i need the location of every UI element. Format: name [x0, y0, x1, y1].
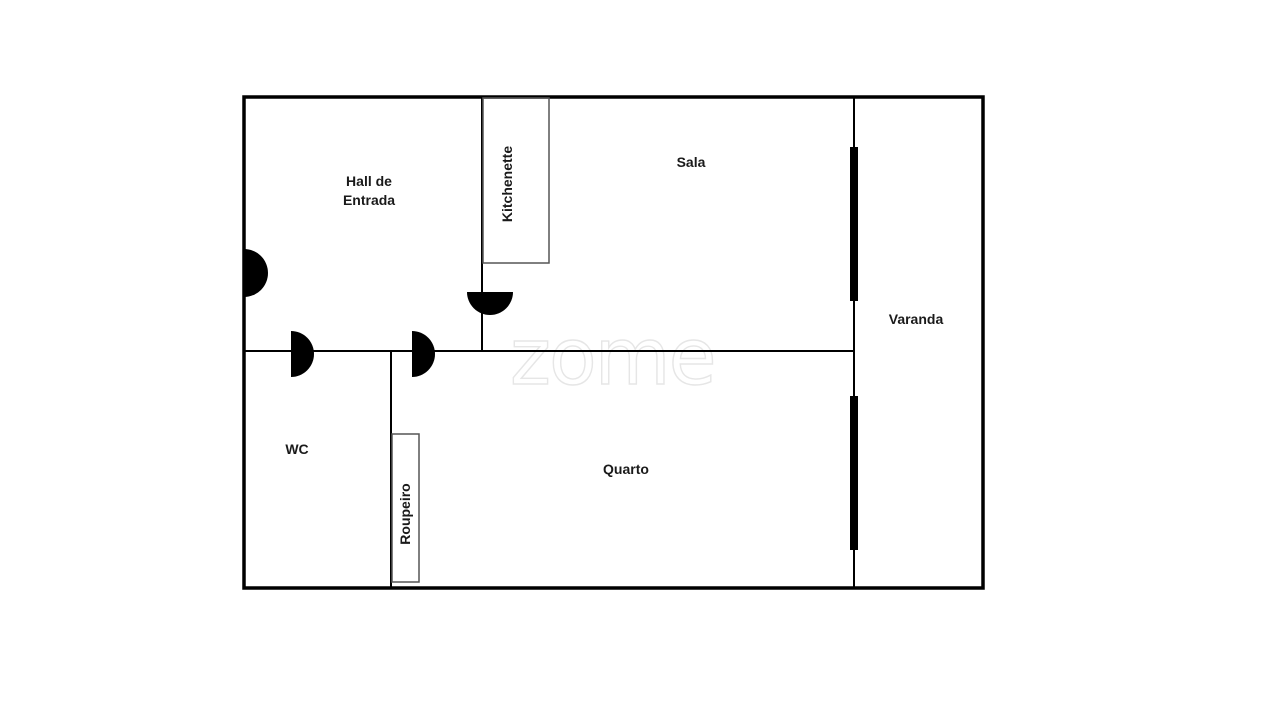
door-wc-icon — [291, 331, 314, 377]
watermark-logo: zome — [510, 313, 715, 403]
label-kitchenette: Kitchenette — [499, 146, 515, 222]
window-sala-varanda — [850, 147, 858, 301]
label-hall-line2: Entrada — [343, 192, 395, 208]
door-quarto-icon — [412, 331, 435, 377]
roupeiro-wardrobe — [391, 433, 420, 583]
label-hall-line1: Hall de — [346, 173, 392, 189]
label-wc: WC — [285, 441, 308, 457]
outer-wall — [242, 95, 985, 590]
label-quarto: Quarto — [603, 461, 649, 477]
label-sala: Sala — [677, 154, 706, 170]
door-entrance-icon — [244, 249, 268, 297]
label-roupeiro: Roupeiro — [397, 483, 413, 544]
label-varanda: Varanda — [889, 311, 944, 327]
door-sala-icon — [467, 292, 513, 315]
kitchenette-counter — [482, 97, 550, 264]
window-quarto-varanda — [850, 396, 858, 550]
